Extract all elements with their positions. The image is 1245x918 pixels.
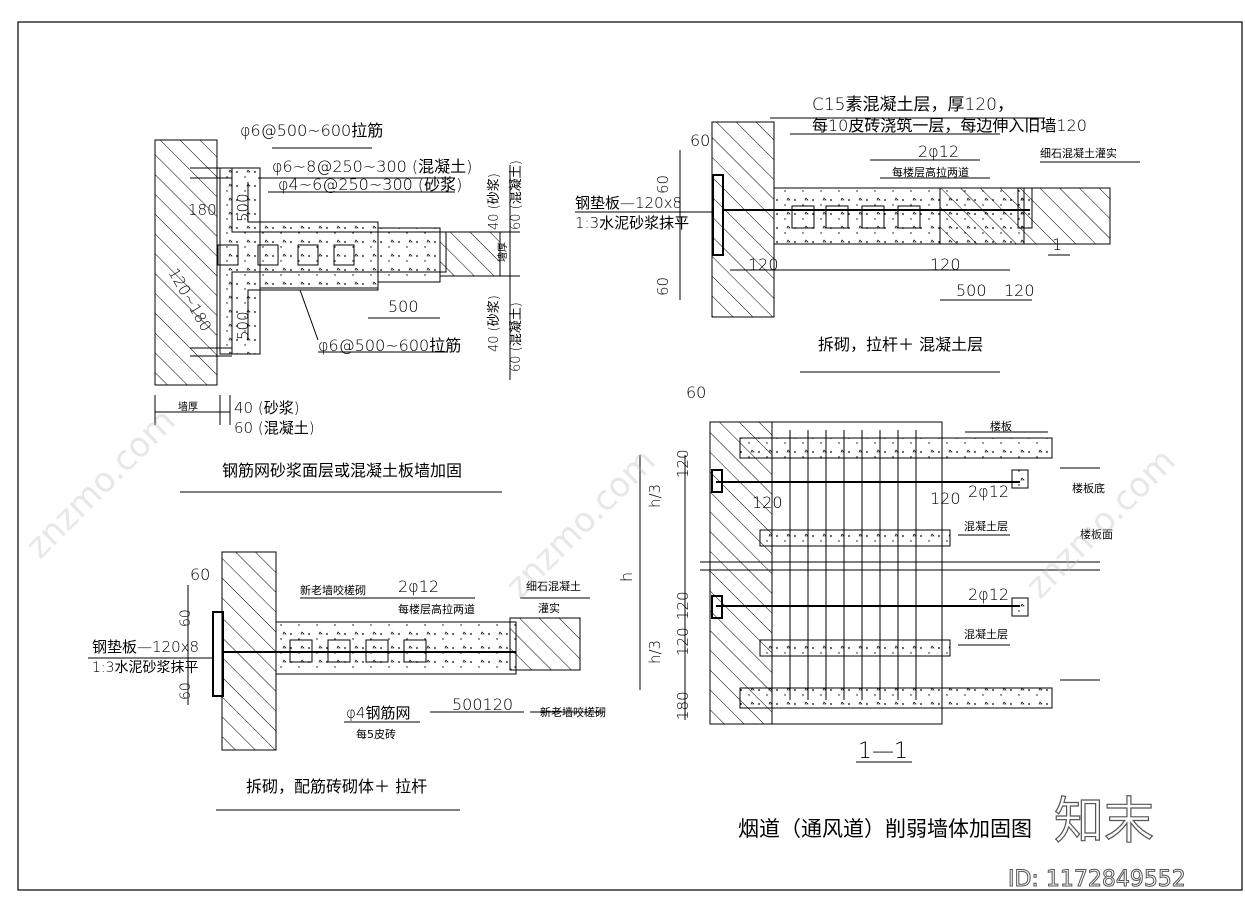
d2-c15-label: C15素混凝土层，厚120， (812, 95, 1014, 115)
d2-dim-60-top: 60 (690, 131, 710, 150)
d1-title: 钢筋网砂浆面层或混凝土板墙加固 (222, 461, 462, 480)
d1-mesh-label-1: φ6~8@250~300 (混凝土) (272, 157, 472, 176)
d4-dim-120-right: 120 (930, 489, 961, 508)
d3-right-wall (509, 617, 581, 671)
d4-dim-h: h (617, 572, 636, 582)
d4-dim-180: 180 (674, 691, 692, 720)
d1-right-wall (439, 231, 501, 277)
d3-new-old-label-2: 新老墙咬槎砌 (540, 705, 606, 719)
d2-2phi12: 2φ12 (918, 142, 959, 161)
d1-dim-180: 180 (188, 201, 217, 219)
d3-every5-label: 每5皮砖 (356, 727, 396, 741)
d3-new-old-label: 新老墙咬槎砌 (300, 583, 366, 597)
d4-slab-bottom-label: 楼板底 (1072, 481, 1105, 495)
d2-mortar-label: 1:3水泥砂浆抹平 (575, 214, 689, 232)
d1-right-40-bottom: 40 (砂浆) (487, 295, 502, 352)
d3-dim-500-120: 500120 (452, 695, 513, 714)
detail-4-section-1-1 (639, 421, 1100, 763)
sheet-border (17, 21, 1243, 891)
d1-left-wall (154, 139, 218, 386)
d2-steel-plate (712, 174, 724, 256)
d4-2phi12-b: 2φ12 (968, 585, 1009, 604)
d1-tie-top-label: φ6@500~600拉筋 (240, 121, 383, 140)
d2-steel-plate-label: 钢垫板—120x8 (575, 194, 682, 212)
d1-web-end (377, 227, 441, 283)
d2-dim-120-left: 120 (748, 255, 779, 274)
drawing-id: ID: 1172849552 (1008, 867, 1186, 892)
d3-steel-plate-label: 钢垫板—120x8 (92, 638, 199, 656)
d2-section-mark: 1 (1052, 235, 1062, 254)
d4-slab-label: 楼板 (990, 419, 1012, 433)
d2-title: 拆砌，拉杆＋ 混凝土层 (818, 335, 983, 354)
d4-slab-bottom (739, 687, 1053, 709)
d4-dim-120-left: 120 (752, 493, 783, 512)
watermark: znzmo.com (18, 401, 183, 566)
d4-dim-120-d: 120 (674, 591, 692, 620)
d3-dim-60-bottom: 60 (178, 682, 194, 700)
d3-2phi12: 2φ12 (398, 577, 439, 596)
detail-1-mesh-reinforcement (154, 139, 520, 493)
d3-masonry (275, 621, 517, 675)
d4-concrete-layer-a: 混凝土层 (964, 519, 1008, 533)
watermark: znzmo.com (1018, 441, 1183, 606)
brand-logo: 知末 (1054, 792, 1154, 850)
d4-dim-h3-top: h/3 (646, 484, 664, 508)
d4-concrete-layer-b: 混凝土层 (964, 627, 1008, 641)
d2-dim-60-mid: 60 (654, 175, 672, 194)
d1-left-layer (219, 167, 261, 355)
d1-dim-500-top: 500 (234, 193, 252, 222)
d1-right-60-bottom: 60 (混凝土) (508, 302, 524, 372)
d1-tie-bottom-label: φ6@500~600拉筋 (318, 336, 461, 355)
d4-dim-120-e: 120 (674, 627, 692, 656)
d2-left-wall (711, 121, 775, 318)
d2-dim-500: 500 (956, 281, 987, 300)
d3-steel-plate (212, 611, 224, 697)
d1-dim-60-concrete: 60 (混凝土) (234, 419, 315, 437)
d1-dim-40-mortar: 40 (砂浆) (234, 399, 300, 417)
sheet-title: 烟道（通风道）削弱墙体加固图 (738, 817, 1032, 841)
d3-dim-60-mid: 60 (178, 609, 194, 627)
d4-title: 1—1 (858, 739, 908, 764)
d3-rod-label: 每楼层高拉两道 (398, 602, 475, 616)
detail-2-rod-concrete (575, 117, 1140, 373)
d2-dim-60-bottom: 60 (654, 277, 672, 296)
d4-brick-face (771, 421, 943, 725)
d1-wall-thickness-right: 墙厚 (496, 242, 509, 262)
d1-wall-thickness: 墙厚 (178, 400, 198, 413)
d1-dim-500-right: 500 (388, 297, 419, 316)
d4-concrete-band-a (759, 529, 951, 547)
d2-rod-label: 每楼层高拉两道 (892, 165, 969, 179)
d4-dim-120-vertical: 120 (674, 449, 692, 478)
d4-concrete-band-b (759, 639, 951, 657)
d2-dim-120-right: 120 (930, 255, 961, 274)
d1-right-60-top: 60 (混凝土) (508, 160, 524, 230)
d3-mesh-label: φ4钢筋网 (346, 704, 410, 722)
d1-mesh-label-2: φ4~6@250~300 (砂浆) (278, 175, 462, 194)
d3-fine-concrete-1: 细石混凝土 (526, 579, 581, 593)
d4-slab-top-label: 楼板面 (1080, 527, 1113, 541)
d4-dim-60: 60 (686, 383, 706, 402)
d4-left-wall (709, 421, 773, 725)
d3-mortar-label: 1:3水泥砂浆抹平 (92, 660, 199, 676)
d1-dim-500-bottom: 500 (234, 311, 252, 340)
d2-dim-120-end: 120 (1004, 281, 1035, 300)
detail-3-reinforced-masonry (88, 551, 605, 811)
d2-every-label: 每10皮砖浇筑一层，每边伸入旧墙120 (812, 116, 1087, 135)
d4-slab-top (739, 437, 1053, 459)
d4-dim-h3-bottom: h/3 (646, 640, 664, 664)
d3-fine-concrete-2: 灌实 (538, 601, 560, 615)
d3-title: 拆砌，配筋砖砌体＋ 拉杆 (246, 777, 427, 796)
d4-2phi12-a: 2φ12 (968, 482, 1009, 501)
d1-right-40-top: 40 (砂浆) (487, 173, 502, 230)
d3-dim-60-top: 60 (190, 565, 210, 584)
d2-fine-concrete: 细石混凝土灌实 (1040, 146, 1117, 160)
